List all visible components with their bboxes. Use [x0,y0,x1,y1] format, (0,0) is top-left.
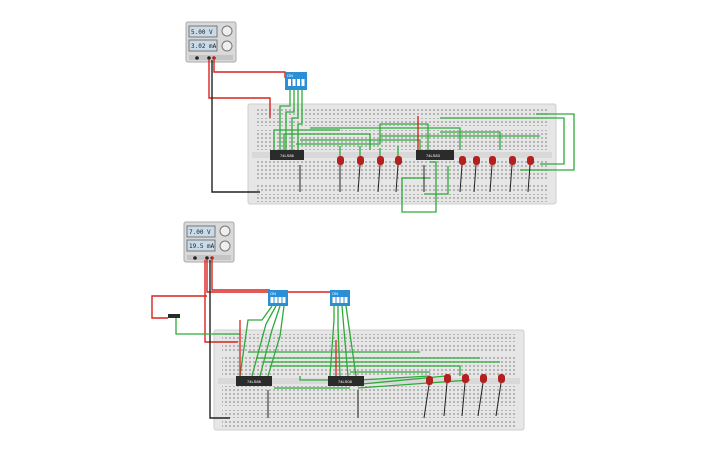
voltage-display [188,25,218,38]
led[interactable] [473,156,480,193]
voltage-knob-icon[interactable] [221,25,233,37]
slide-switch[interactable] [168,314,240,335]
circuit-2: 7.00 V 19.5 mA ON [151,221,525,431]
positive-terminal-icon[interactable] [212,56,216,60]
dip-switch-2a[interactable]: ON [268,290,288,306]
led[interactable] [443,374,451,417]
dip-switch-1[interactable]: ON [285,72,307,90]
chip-label: 74LS86 [280,153,295,158]
led[interactable] [477,374,487,417]
current-display [186,239,216,252]
voltage-display [186,225,216,238]
chip-74ls86-2[interactable]: 74LS86 [236,376,272,386]
led[interactable] [489,156,496,193]
chip-74ls86-1[interactable]: 74LS86 [270,150,304,160]
chip-74ls08[interactable]: 74LS08 [328,376,364,386]
led[interactable] [527,156,534,193]
current-readout: 19.5 mA [189,243,215,250]
power-supply-1[interactable]: 5.00 V 3.02 mA [185,21,237,63]
ground-terminal-icon[interactable] [195,56,199,60]
dip-switch-2b[interactable]: ON [330,290,350,306]
led[interactable] [459,156,466,193]
current-display [188,39,218,52]
negative-terminal-icon[interactable] [207,56,211,60]
current-knob-icon[interactable] [221,40,233,52]
current-knob-icon[interactable] [219,240,231,252]
positive-terminal-icon[interactable] [210,256,214,260]
led[interactable] [509,156,516,193]
breadboard-1[interactable] [247,103,557,205]
signal-wires-1 [273,90,575,213]
led[interactable] [377,156,384,193]
power-supply-2[interactable]: 7.00 V 19.5 mA [183,221,235,263]
led-group-1 [299,156,534,193]
chip-label: 74LS08 [338,379,353,384]
chip-74ls83[interactable]: 74LS83 [416,150,454,160]
negative-terminal-icon[interactable] [205,256,209,260]
led[interactable] [423,376,433,419]
dip-switch-label: ON [332,291,338,296]
led[interactable] [337,156,344,192]
led[interactable] [461,374,469,417]
voltage-readout: 5.00 V [191,29,213,36]
led-group-2 [267,374,505,419]
signal-wires-2 [239,305,500,389]
current-readout: 3.02 mA [191,43,217,50]
chip-label: 74LS86 [247,379,262,384]
chip-label: 74LS83 [426,153,441,158]
voltage-readout: 7.00 V [189,229,211,236]
led[interactable] [495,374,505,417]
circuit-1: 5.00 V 3.02 mA ON [185,21,575,213]
led[interactable] [357,156,364,193]
dip-switch-label: ON [287,73,293,78]
led[interactable] [395,156,402,193]
voltage-knob-icon[interactable] [219,225,231,237]
ground-terminal-icon[interactable] [193,256,197,260]
dip-switch-label: ON [270,291,276,296]
